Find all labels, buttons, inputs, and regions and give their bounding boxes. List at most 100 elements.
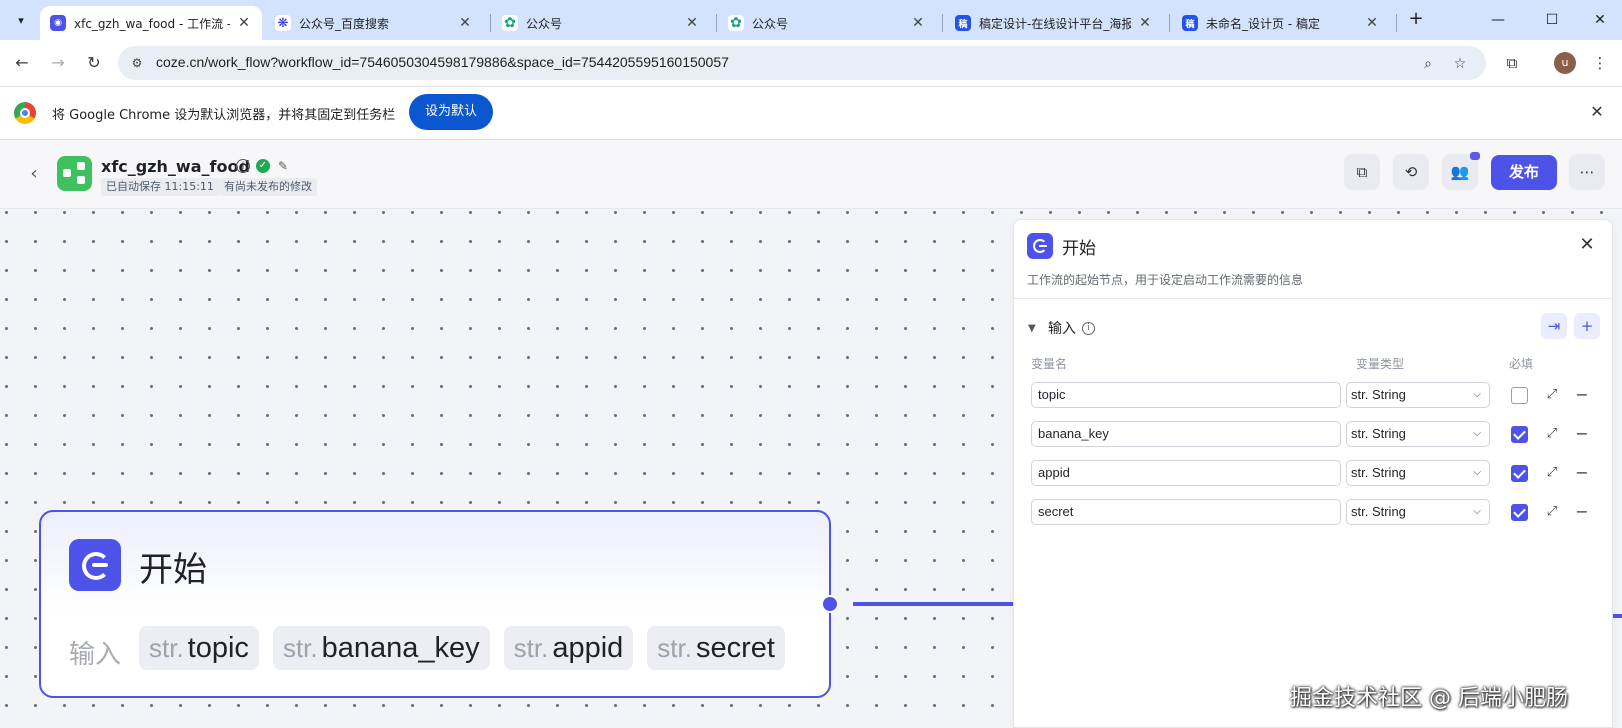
watermark-text: 掘金技术社区 @ 后端小肥肠 [1290, 686, 1568, 711]
publish-button[interactable]: 发布 [1491, 155, 1557, 190]
extensions-puzzle-icon[interactable]: ⧉ [1506, 54, 1518, 72]
tab-separator [942, 14, 943, 32]
type-value: str. String [1351, 426, 1406, 441]
tab-coze-workflow[interactable]: ◉ xfc_gzh_wa_food - 工作流 - 扣 ✕ [40, 6, 262, 40]
import-icon[interactable]: ⇥ [1541, 313, 1567, 339]
new-tab-plus-icon[interactable]: + [1408, 8, 1424, 29]
remove-minus-icon[interactable]: − [1575, 424, 1589, 443]
param-chip: str. appid [503, 626, 634, 670]
url-text[interactable]: coze.cn/work_flow?workflow_id=7546050304… [156, 54, 729, 70]
variable-name-input[interactable]: appid [1031, 460, 1341, 486]
tab-gaoding-design[interactable]: 稿 未命名_设计页 - 稿定 ✕ [1172, 6, 1390, 40]
bookmark-star-icon[interactable]: ☆ [1453, 56, 1467, 72]
variable-name-input[interactable]: topic [1031, 382, 1341, 408]
close-icon[interactable]: ✕ [1590, 102, 1604, 121]
history-icon[interactable]: ⟲ [1393, 154, 1429, 190]
tab-separator [1396, 14, 1397, 32]
tab-separator [716, 14, 717, 32]
remove-minus-icon[interactable]: − [1575, 502, 1589, 521]
panel-title: 开始 [1062, 239, 1096, 259]
param-type: str. [149, 632, 184, 663]
back-arrow-icon[interactable]: ← [15, 53, 29, 72]
workflow-logo-icon [57, 156, 92, 191]
autosave-tag: 已自动保存 11:15:11 [101, 178, 219, 196]
variable-name-input[interactable]: secret [1031, 499, 1341, 525]
add-variable-plus-icon[interactable]: + [1574, 313, 1600, 339]
close-icon[interactable]: ✕ [1139, 15, 1151, 31]
gaoding-icon: 稿 [955, 15, 971, 31]
close-icon[interactable]: ✕ [1366, 15, 1378, 31]
close-icon[interactable]: ✕ [459, 15, 471, 31]
expand-icon[interactable]: ⤢ [1546, 504, 1558, 519]
required-checkbox[interactable] [1511, 504, 1528, 521]
node-output-port[interactable] [821, 595, 839, 613]
info-icon[interactable]: i [1082, 321, 1095, 335]
minimize-icon[interactable]: — [1491, 12, 1505, 28]
variable-type-select[interactable]: str. String⌵ [1346, 499, 1490, 525]
expand-icon[interactable]: ⤢ [1546, 387, 1558, 402]
remove-minus-icon[interactable]: − [1575, 385, 1589, 404]
tab-gongzhonghao-1[interactable]: ✿ 公众号 ✕ [492, 6, 710, 40]
variable-row: banana_key str. String ⌵ ⤢ − [1031, 421, 1601, 447]
variable-name-input[interactable]: banana_key [1031, 421, 1341, 447]
address-bar[interactable]: ⚙ coze.cn/work_flow?workflow_id=75460503… [118, 46, 1486, 80]
param-type: str. [282, 632, 318, 663]
close-icon[interactable]: ✕ [912, 15, 924, 31]
panel-description: 工作流的起始节点，用于设定启动工作流需要的信息 [1027, 273, 1304, 287]
workflow-title: xfc_gzh_wa_food [101, 157, 250, 176]
close-icon[interactable]: ✕ [238, 15, 250, 31]
set-default-button[interactable]: 设为默认 [409, 94, 493, 130]
collaborators-icon[interactable]: 👥 [1442, 152, 1480, 190]
variable-row: appid str. String⌵ ⤢ − [1031, 460, 1601, 486]
copy-icon[interactable]: ⧉ [1344, 154, 1380, 190]
back-chevron-icon[interactable]: ‹ [30, 163, 38, 184]
info-icon[interactable]: i [236, 159, 250, 173]
variable-type-select[interactable]: str. String⌵ [1346, 382, 1490, 408]
tab-separator [490, 14, 491, 32]
more-options-icon[interactable]: ⋯ [1569, 154, 1605, 190]
tab-baidu-search[interactable]: ❋ 公众号_百度搜索 ✕ [265, 6, 483, 40]
close-icon[interactable]: ✕ [686, 15, 698, 31]
required-checkbox[interactable] [1511, 387, 1528, 404]
unpublished-tag: 有尚未发布的修改 [219, 178, 317, 196]
zoom-icon[interactable]: ⌕ [1424, 56, 1432, 72]
param-name: banana_key [321, 631, 480, 664]
input-section-header[interactable]: ▼ 输入 i [1028, 318, 1095, 338]
start-node-icon [1027, 233, 1053, 259]
tab-gongzhonghao-2[interactable]: ✿ 公众号 ✕ [718, 6, 936, 40]
browser-toolbar: ← → ↻ ⚙ coze.cn/work_flow?workflow_id=75… [0, 40, 1622, 86]
chevron-down-icon: ⌵ [1473, 506, 1481, 517]
column-header-type: 变量类型 [1356, 357, 1405, 371]
site-settings-icon[interactable]: ⚙ [131, 56, 143, 70]
column-header-required: 必填 [1509, 357, 1534, 371]
param-type: str. [657, 632, 692, 663]
start-node[interactable]: 开始 输入 str. topic str. banana_key str. ap… [39, 510, 831, 698]
required-checkbox[interactable] [1511, 465, 1528, 482]
param-chip: str. topic [139, 626, 259, 670]
reload-icon[interactable]: ↻ [87, 53, 101, 72]
notification-dot [1470, 152, 1480, 160]
required-checkbox[interactable] [1511, 426, 1528, 443]
start-node-icon [69, 539, 121, 591]
window-close-icon[interactable]: ✕ [1594, 12, 1606, 28]
variable-type-select[interactable]: str. String⌵ [1346, 460, 1490, 486]
tab-search-chevron-icon[interactable]: ▾ [18, 13, 24, 27]
chevron-down-icon[interactable]: ▼ [1028, 322, 1036, 334]
maximize-icon[interactable]: ☐ [1545, 12, 1559, 28]
tab-title: 公众号_百度搜索 [299, 16, 390, 31]
start-node-title: 开始 [139, 550, 207, 590]
browser-tab-strip: ▾ ◉ xfc_gzh_wa_food - 工作流 - 扣 ✕ ❋ 公众号_百度… [0, 0, 1622, 40]
more-menu-icon[interactable]: ⋮ [1592, 54, 1608, 72]
edit-icon[interactable]: ✎ [277, 159, 289, 173]
variable-row: secret str. String⌵ ⤢ − [1031, 499, 1601, 525]
expand-icon[interactable]: ⤢ [1546, 465, 1558, 480]
expand-icon[interactable]: ⤢ [1546, 426, 1558, 441]
forward-arrow-icon[interactable]: → [51, 53, 65, 72]
profile-avatar[interactable]: u [1554, 52, 1576, 74]
chevron-down-icon: ⌵ [1473, 467, 1481, 478]
remove-minus-icon[interactable]: − [1575, 463, 1589, 482]
tab-gaoding-platform[interactable]: 稿 稿定设计-在线设计平台_海报 ✕ [945, 6, 1163, 40]
close-icon[interactable]: ✕ [1579, 234, 1595, 255]
chevron-down-icon: ⌵ [1473, 428, 1481, 439]
variable-type-select[interactable]: str. String ⌵ [1346, 421, 1490, 447]
